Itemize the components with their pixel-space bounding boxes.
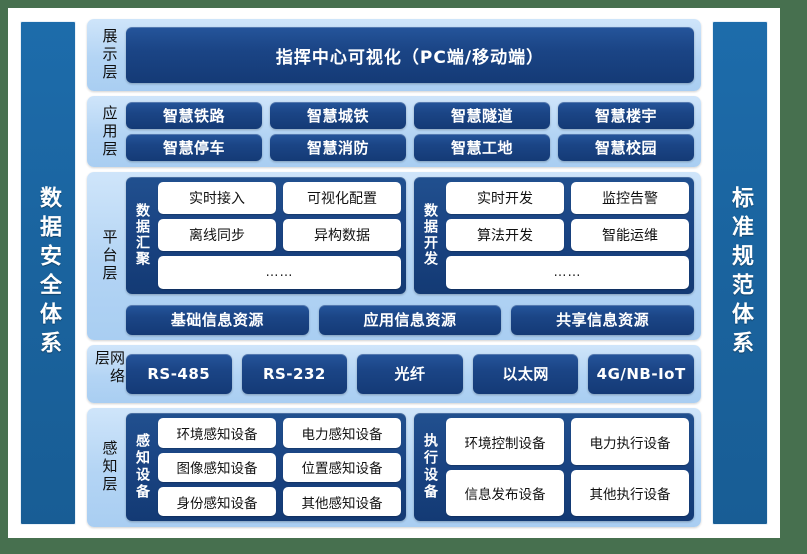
layer-display-label-wrap: 展示层 — [92, 24, 126, 86]
development-row-3: …… — [446, 256, 689, 289]
cell-image-sensing-device[interactable]: 图像感知设备 — [158, 452, 276, 483]
app-item-smart-parking[interactable]: 智慧停车 — [126, 134, 262, 162]
layer-display-label: 展示层 — [100, 28, 119, 83]
group-sensing-devices-title: 感知设备 — [134, 433, 150, 502]
command-center-visualization-banner[interactable]: 指挥中心可视化（PC端/移动端） — [126, 27, 694, 84]
left-banner-label: 数据安全体系 — [36, 186, 61, 360]
group-sensing-devices: 感知设备 环境感知设备 电力感知设备 图像感知设备 位置感知设备 — [126, 413, 406, 522]
layer-platform-label: 平台层 — [100, 228, 119, 283]
development-row-1: 实时开发 监控告警 — [446, 181, 689, 215]
layer-stack: 展示层 指挥中心可视化（PC端/移动端） 应用层 智慧铁路 智慧城铁 智慧隧道 … — [87, 19, 701, 527]
cell-intelligent-operations[interactable]: 智能运维 — [571, 219, 689, 252]
actuator-row-1: 环境控制设备 电力执行设备 — [446, 418, 689, 465]
aggregation-row-3: …… — [158, 256, 401, 289]
right-banner-label: 标准规范体系 — [728, 186, 753, 360]
platform-group-container: 数据汇聚 实时接入 可视化配置 离线同步 异构数据 — [126, 176, 694, 294]
resource-application-information[interactable]: 应用信息资源 — [318, 304, 502, 335]
cell-development-ellipsis[interactable]: …… — [446, 256, 689, 289]
layer-network-label: 网络层 — [93, 349, 126, 386]
layer-network: 网络层 RS-485 RS-232 光纤 以太网 4G/NB-IoT — [87, 344, 701, 403]
left-banner-data-security: 数据安全体系 — [20, 21, 76, 525]
layer-application-label: 应用层 — [100, 104, 119, 159]
group-actuator-devices-cells: 环境控制设备 电力执行设备 信息发布设备 其他执行设备 — [446, 418, 689, 517]
group-data-aggregation-title-wrap: 数据汇聚 — [131, 182, 153, 289]
cell-power-sensing-device[interactable]: 电力感知设备 — [283, 418, 401, 448]
cell-environment-sensing-device[interactable]: 环境感知设备 — [158, 418, 276, 448]
cell-algorithm-development[interactable]: 算法开发 — [446, 219, 564, 252]
group-data-development: 数据开发 实时开发 监控告警 算法开发 智能运维 — [414, 176, 694, 294]
group-data-aggregation-cells: 实时接入 可视化配置 离线同步 异构数据 …… — [158, 181, 401, 289]
app-item-smart-urban-rail[interactable]: 智慧城铁 — [270, 102, 406, 130]
group-data-development-title: 数据开发 — [422, 203, 438, 268]
information-resource-row: 基础信息资源 应用信息资源 共享信息资源 — [126, 304, 695, 335]
layer-network-body: RS-485 RS-232 光纤 以太网 4G/NB-IoT — [126, 350, 694, 398]
cell-heterogeneous-data[interactable]: 异构数据 — [283, 219, 401, 252]
aggregation-row-2: 离线同步 异构数据 — [158, 219, 401, 252]
layer-perception-label: 感知层 — [100, 440, 119, 495]
cell-monitoring-alarm[interactable]: 监控告警 — [571, 181, 689, 215]
development-row-2: 算法开发 智能运维 — [446, 219, 689, 252]
group-data-development-title-wrap: 数据开发 — [419, 182, 441, 289]
group-data-development-cells: 实时开发 监控告警 算法开发 智能运维 …… — [446, 181, 689, 289]
aggregation-row-1: 实时接入 可视化配置 — [158, 181, 401, 215]
cell-other-actuator-device[interactable]: 其他执行设备 — [571, 469, 689, 517]
cell-visual-configuration[interactable]: 可视化配置 — [283, 181, 401, 215]
sensing-row-3: 身份感知设备 其他感知设备 — [158, 487, 401, 517]
cell-other-sensing-device[interactable]: 其他感知设备 — [283, 487, 401, 517]
app-item-smart-building[interactable]: 智慧楼宇 — [558, 102, 694, 130]
cell-location-sensing-device[interactable]: 位置感知设备 — [283, 452, 401, 483]
cell-aggregation-ellipsis[interactable]: …… — [158, 256, 401, 289]
right-banner-standards-system: 标准规范体系 — [712, 21, 768, 525]
group-actuator-devices-title: 执行设备 — [422, 433, 438, 502]
cell-environment-control-device[interactable]: 环境控制设备 — [446, 418, 564, 465]
network-items-row: RS-485 RS-232 光纤 以太网 4G/NB-IoT — [126, 353, 694, 394]
group-data-aggregation: 数据汇聚 实时接入 可视化配置 离线同步 异构数据 — [126, 176, 406, 294]
sensing-row-1: 环境感知设备 电力感知设备 — [158, 418, 401, 448]
layer-display-body: 指挥中心可视化（PC端/移动端） — [126, 24, 694, 86]
layer-platform-label-wrap: 平台层 — [92, 177, 126, 335]
layer-perception: 感知层 感知设备 环境感知设备 电力感知设备 — [87, 407, 701, 527]
layer-application-body: 智慧铁路 智慧城铁 智慧隧道 智慧楼宇 智慧停车 智慧消防 智慧工地 智慧校园 — [126, 101, 694, 162]
resource-shared-information[interactable]: 共享信息资源 — [511, 304, 695, 335]
architecture-diagram: 数据安全体系 展示层 指挥中心可视化（PC端/移动端） 应用层 智慧铁路 智慧城… — [8, 8, 780, 538]
group-data-aggregation-title: 数据汇聚 — [134, 203, 150, 268]
cell-power-actuator-device[interactable]: 电力执行设备 — [571, 418, 689, 465]
cell-realtime-ingest[interactable]: 实时接入 — [158, 181, 276, 215]
application-row-1: 智慧铁路 智慧城铁 智慧隧道 智慧楼宇 — [126, 102, 694, 130]
resource-basic-information[interactable]: 基础信息资源 — [126, 304, 309, 335]
layer-perception-body: 感知设备 环境感知设备 电力感知设备 图像感知设备 位置感知设备 — [126, 413, 694, 522]
network-item-4g-nbiot[interactable]: 4G/NB-IoT — [588, 353, 694, 394]
cell-offline-sync[interactable]: 离线同步 — [158, 219, 276, 252]
network-item-rs485[interactable]: RS-485 — [126, 353, 232, 394]
layer-display: 展示层 指挥中心可视化（PC端/移动端） — [87, 19, 701, 92]
application-row-2: 智慧停车 智慧消防 智慧工地 智慧校园 — [126, 134, 694, 162]
layer-application: 应用层 智慧铁路 智慧城铁 智慧隧道 智慧楼宇 智慧停车 智慧消防 智慧工地 智… — [87, 96, 701, 167]
group-sensing-devices-cells: 环境感知设备 电力感知设备 图像感知设备 位置感知设备 身份感知设备 其他感知设… — [158, 418, 401, 517]
layer-network-label-wrap: 网络层 — [92, 350, 126, 398]
layer-perception-label-wrap: 感知层 — [92, 413, 126, 522]
cell-information-release-device[interactable]: 信息发布设备 — [446, 469, 564, 517]
layer-platform: 平台层 数据汇聚 实时接入 可视化配置 — [87, 171, 701, 340]
cell-realtime-development[interactable]: 实时开发 — [446, 181, 564, 215]
app-item-smart-construction-site[interactable]: 智慧工地 — [414, 134, 550, 162]
perception-group-container: 感知设备 环境感知设备 电力感知设备 图像感知设备 位置感知设备 — [126, 413, 694, 522]
network-item-fiber-optic[interactable]: 光纤 — [357, 353, 463, 394]
app-item-smart-tunnel[interactable]: 智慧隧道 — [414, 102, 550, 130]
network-item-ethernet[interactable]: 以太网 — [472, 353, 579, 394]
app-item-smart-firefighting[interactable]: 智慧消防 — [270, 134, 406, 162]
group-sensing-devices-title-wrap: 感知设备 — [131, 418, 153, 516]
layer-application-label-wrap: 应用层 — [92, 101, 126, 161]
app-item-smart-campus[interactable]: 智慧校园 — [558, 134, 694, 162]
app-item-smart-railway[interactable]: 智慧铁路 — [126, 102, 262, 130]
sensing-row-2: 图像感知设备 位置感知设备 — [158, 452, 401, 483]
group-actuator-devices-title-wrap: 执行设备 — [419, 418, 441, 516]
layer-platform-body: 数据汇聚 实时接入 可视化配置 离线同步 异构数据 — [126, 176, 695, 335]
network-item-rs232[interactable]: RS-232 — [241, 353, 348, 394]
cell-identity-sensing-device[interactable]: 身份感知设备 — [158, 487, 276, 517]
actuator-row-2: 信息发布设备 其他执行设备 — [446, 469, 689, 517]
group-actuator-devices: 执行设备 环境控制设备 电力执行设备 信息发布设备 其他执行设备 — [414, 413, 694, 522]
